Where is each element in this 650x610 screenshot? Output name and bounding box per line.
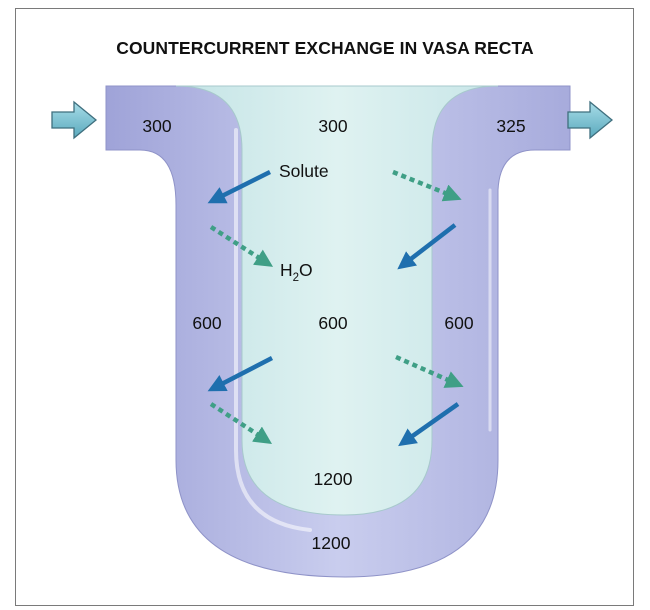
inflow-arrow-icon — [51, 100, 98, 140]
vessel-highlight-left — [234, 128, 312, 532]
water-label: H2O — [280, 260, 313, 284]
water-arrow-4 — [209, 402, 273, 444]
outflow-arrow-icon — [567, 100, 614, 140]
osmolarity-top-center: 300 — [318, 116, 347, 136]
water-arrow-3 — [395, 354, 464, 388]
solute-arrow-3 — [207, 356, 274, 392]
solute-label: Solute — [279, 161, 329, 181]
interstitium — [175, 85, 499, 516]
osmolarity-top-right: 325 — [496, 116, 525, 136]
osmolarity-mid-left: 600 — [192, 313, 221, 333]
solute-arrow-2 — [397, 223, 457, 270]
osmolarity-mid-right: 600 — [444, 313, 473, 333]
water-arrow-2 — [209, 225, 274, 267]
solute-arrow-4 — [398, 402, 460, 447]
osmolarity-bottom-outer: 1200 — [312, 533, 351, 553]
vessel-highlight-top-right — [518, 150, 568, 167]
osmolarity-top-left: 300 — [142, 116, 171, 136]
solute-arrow-1 — [207, 169, 272, 204]
osmolarity-mid-center: 600 — [318, 313, 347, 333]
osmolarity-bottom-inner: 1200 — [314, 469, 353, 489]
figure-title: COUNTERCURRENT EXCHANGE IN VASA RECTA — [116, 38, 534, 58]
water-arrow-1 — [392, 169, 462, 202]
